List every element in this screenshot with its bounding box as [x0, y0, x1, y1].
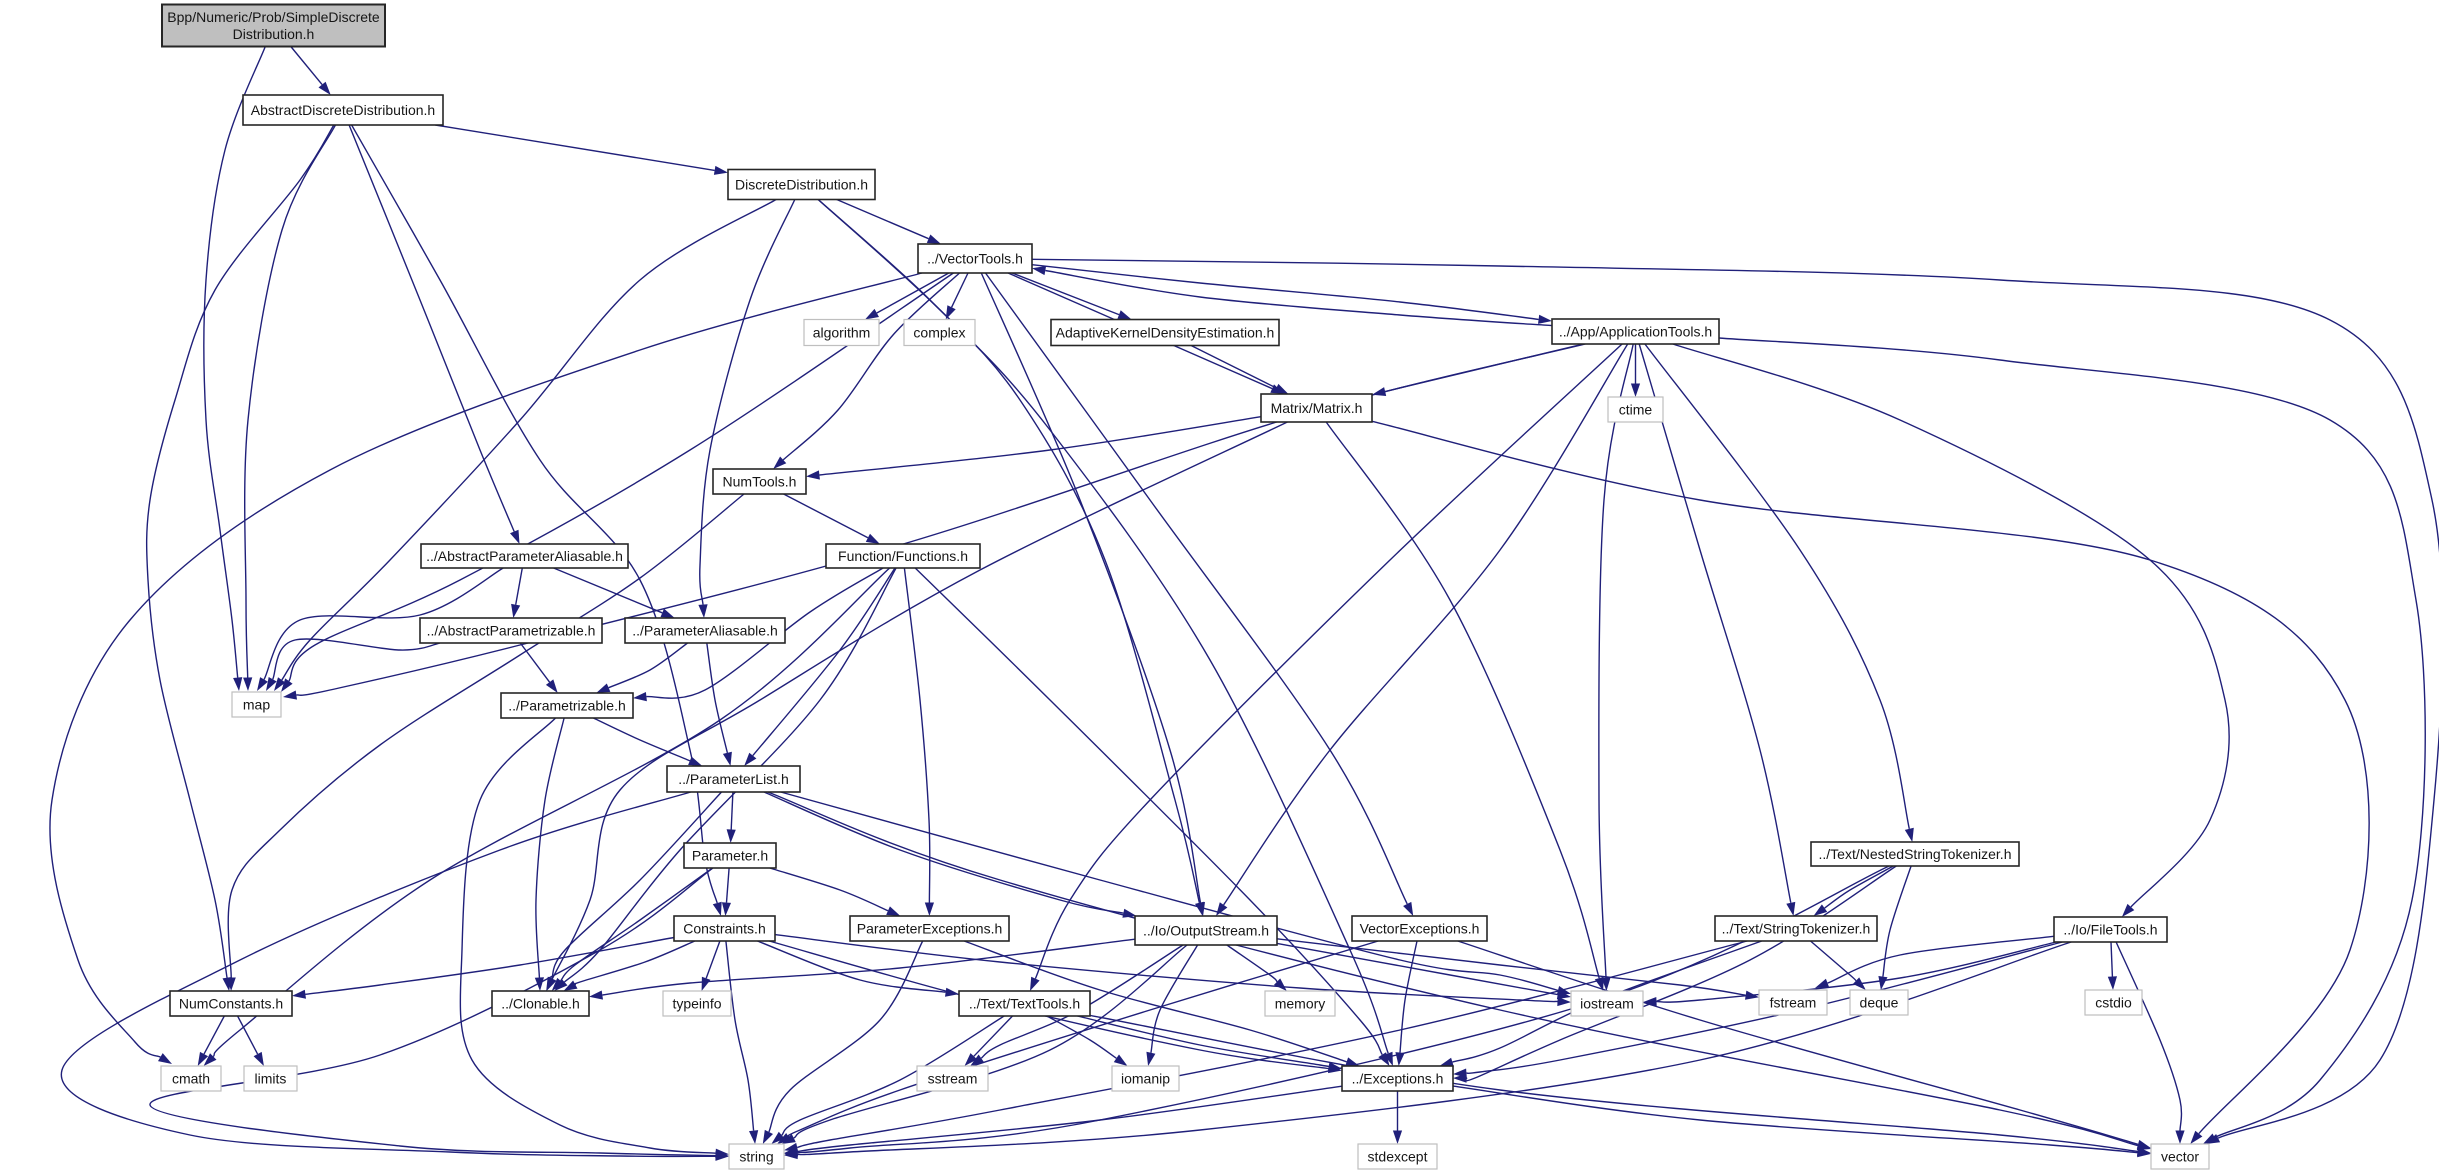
svg-text:NumTools.h: NumTools.h [723, 473, 797, 489]
svg-text:../Text/TextTools.h: ../Text/TextTools.h [969, 995, 1080, 1011]
svg-text:Bpp/Numeric/Prob/SimpleDiscret: Bpp/Numeric/Prob/SimpleDiscrete [167, 9, 380, 25]
svg-text:../Clonable.h: ../Clonable.h [501, 995, 580, 1011]
svg-text:string: string [739, 1148, 773, 1164]
svg-text:AbstractDiscreteDistribution.h: AbstractDiscreteDistribution.h [251, 102, 435, 118]
svg-text:ctime: ctime [1619, 401, 1653, 417]
svg-text:vector: vector [2161, 1148, 2199, 1164]
svg-text:Distribution.h: Distribution.h [233, 26, 315, 42]
svg-text:NumConstants.h: NumConstants.h [179, 995, 283, 1011]
svg-text:ParameterExceptions.h: ParameterExceptions.h [857, 920, 1003, 936]
svg-text:Parameter.h: Parameter.h [692, 847, 768, 863]
svg-text:../Parametrizable.h: ../Parametrizable.h [508, 697, 626, 713]
svg-text:algorithm: algorithm [813, 324, 871, 340]
svg-text:Matrix/Matrix.h: Matrix/Matrix.h [1271, 400, 1363, 416]
svg-text:stdexcept: stdexcept [1368, 1148, 1428, 1164]
svg-text:sstream: sstream [928, 1070, 978, 1086]
svg-text:VectorExceptions.h: VectorExceptions.h [1360, 920, 1480, 936]
svg-text:../AbstractParameterAliasable.: ../AbstractParameterAliasable.h [426, 548, 623, 564]
svg-text:AdaptiveKernelDensityEstimatio: AdaptiveKernelDensityEstimation.h [1056, 324, 1275, 340]
svg-text:fstream: fstream [1770, 994, 1817, 1010]
svg-text:../AbstractParametrizable.h: ../AbstractParametrizable.h [427, 622, 596, 638]
svg-text:../Text/StringTokenizer.h: ../Text/StringTokenizer.h [1722, 920, 1871, 936]
svg-text:Function/Functions.h: Function/Functions.h [838, 548, 968, 564]
svg-text:map: map [243, 696, 270, 712]
svg-text:../Exceptions.h: ../Exceptions.h [1352, 1070, 1444, 1086]
svg-text:../VectorTools.h: ../VectorTools.h [927, 250, 1023, 266]
svg-text:../Text/NestedStringTokenizer.: ../Text/NestedStringTokenizer.h [1819, 846, 2012, 862]
svg-text:../App/ApplicationTools.h: ../App/ApplicationTools.h [1559, 323, 1712, 339]
svg-text:iomanip: iomanip [1121, 1070, 1170, 1086]
svg-text:cmath: cmath [172, 1070, 210, 1086]
svg-text:memory: memory [1275, 995, 1326, 1011]
svg-text:typeinfo: typeinfo [672, 995, 721, 1011]
svg-text:complex: complex [913, 324, 965, 340]
svg-text:cstdio: cstdio [2095, 994, 2132, 1010]
svg-text:../ParameterAliasable.h: ../ParameterAliasable.h [632, 622, 778, 638]
svg-text:../ParameterList.h: ../ParameterList.h [678, 771, 789, 787]
svg-text:deque: deque [1860, 994, 1899, 1010]
svg-text:DiscreteDistribution.h: DiscreteDistribution.h [735, 176, 868, 192]
svg-text:../Io/FileTools.h: ../Io/FileTools.h [2063, 921, 2157, 937]
svg-text:iostream: iostream [1580, 995, 1634, 1011]
svg-text:Constraints.h: Constraints.h [683, 920, 765, 936]
svg-text:limits: limits [255, 1070, 287, 1086]
svg-text:../Io/OutputStream.h: ../Io/OutputStream.h [1143, 922, 1269, 938]
